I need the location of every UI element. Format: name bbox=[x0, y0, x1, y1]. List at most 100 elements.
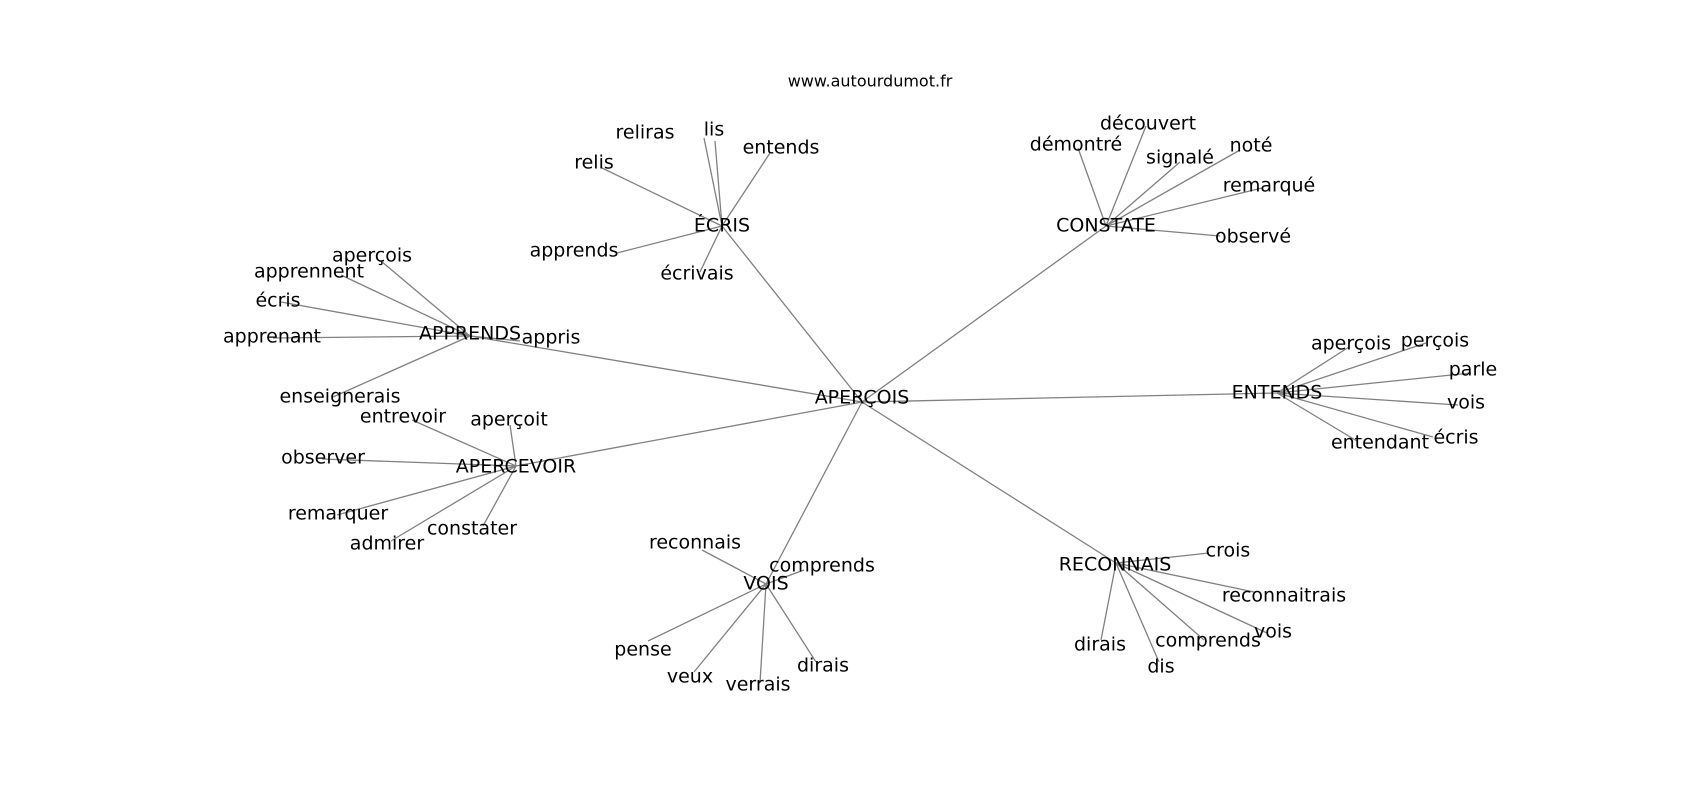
edge-hub-to-word bbox=[1105, 125, 1147, 227]
edge-hub-to-word bbox=[1105, 187, 1263, 227]
word-node-label: reliras bbox=[616, 122, 675, 144]
edge-hub-to-word bbox=[1100, 562, 1117, 641]
edge-hub-to-word bbox=[765, 583, 817, 663]
edge-hub-to-word bbox=[699, 225, 723, 273]
hub-node-label: CONSTATE bbox=[1056, 215, 1156, 237]
edge-hub-to-word bbox=[1276, 372, 1472, 394]
word-node-label: dirais bbox=[1074, 634, 1126, 656]
edge-hub-to-word bbox=[765, 569, 805, 585]
word-node-label: reconnaitrais bbox=[1222, 585, 1346, 607]
word-node-label: aperçois bbox=[332, 245, 412, 267]
word-node-label: apprennent bbox=[254, 261, 364, 283]
edge-hub-to-word bbox=[1077, 147, 1107, 227]
edge-hub-to-word bbox=[1276, 392, 1459, 406]
edge-center-to-hub bbox=[721, 225, 863, 403]
word-node-label: perçois bbox=[1401, 330, 1469, 352]
word-node-label: entends bbox=[743, 137, 820, 159]
word-node-label: dis bbox=[1147, 656, 1174, 678]
hub-node-label: VOIS bbox=[743, 573, 788, 595]
word-node-label: relis bbox=[574, 152, 614, 174]
word-node-label: admirer bbox=[350, 533, 425, 555]
hub-node-label: APERCEVOIR bbox=[456, 456, 576, 478]
hub-node-label: ÉCRIS bbox=[694, 214, 750, 237]
edge-hub-to-word bbox=[1115, 562, 1205, 641]
edge-center-to-hub bbox=[861, 401, 1117, 564]
word-node-label: aperçois bbox=[1311, 333, 1391, 355]
word-node-label: écrivais bbox=[660, 263, 733, 285]
edge-hub-to-word bbox=[272, 335, 471, 339]
edge-hub-to-word bbox=[482, 465, 517, 527]
edge-hub-to-word bbox=[411, 419, 517, 467]
word-node-label: démontré bbox=[1030, 134, 1122, 156]
word-node-label: apprenant bbox=[223, 326, 321, 348]
word-node-label: remarqué bbox=[1223, 175, 1316, 197]
word-node-label: noté bbox=[1230, 135, 1273, 157]
word-node-label: comprends bbox=[1155, 630, 1261, 652]
edge-hub-to-word bbox=[469, 335, 521, 342]
word-node-label: vois bbox=[1447, 392, 1485, 414]
word-node-label: observer bbox=[281, 447, 365, 469]
edge-hub-to-word bbox=[616, 225, 723, 254]
word-node-label: remarquer bbox=[288, 503, 389, 525]
edge-hub-to-word bbox=[380, 260, 471, 337]
word-node-label: crois bbox=[1206, 540, 1251, 562]
edge-hub-to-word bbox=[1115, 562, 1255, 593]
edge-hub-to-word bbox=[390, 465, 517, 542]
edge-center-to-hub bbox=[765, 401, 863, 585]
word-node-label: vois bbox=[1254, 621, 1292, 643]
edge-hub-to-word bbox=[701, 549, 767, 585]
edge-hub-to-word bbox=[1276, 392, 1358, 442]
edge-center-to-hub bbox=[515, 401, 863, 467]
word-node-label: écris bbox=[1433, 427, 1478, 449]
graph-edges bbox=[272, 125, 1472, 684]
word-node-label: entendant bbox=[1331, 432, 1429, 454]
edge-hub-to-word bbox=[1115, 562, 1160, 663]
word-node-label: entrevoir bbox=[360, 406, 446, 428]
word-node-label: enseignerais bbox=[279, 386, 400, 408]
graph-labels: APERÇOIS ÉCRIS reliras lis entends relis appre… bbox=[223, 113, 1497, 696]
edge-hub-to-word bbox=[509, 424, 517, 467]
word-node-label: dirais bbox=[797, 655, 849, 677]
edge-hub-to-word bbox=[759, 583, 767, 684]
edge-hub-to-word bbox=[721, 152, 771, 227]
word-node-label: pense bbox=[614, 639, 671, 661]
word-node-label: découvert bbox=[1100, 113, 1196, 135]
word-node-label: écris bbox=[255, 290, 300, 312]
site-url-label: www.autourdumot.fr bbox=[788, 72, 953, 91]
word-node-label: aperçoit bbox=[470, 409, 548, 431]
edge-hub-to-word bbox=[321, 458, 517, 467]
word-node-label: appris bbox=[522, 327, 581, 349]
word-node-label: parle bbox=[1449, 359, 1497, 381]
edge-hub-to-word bbox=[1276, 392, 1434, 438]
word-node-label: apprends bbox=[530, 240, 619, 262]
edge-center-to-hub bbox=[469, 335, 863, 403]
edge-hub-to-word bbox=[647, 583, 767, 642]
edge-hub-to-word bbox=[714, 140, 723, 227]
edge-center-to-hub bbox=[861, 392, 1278, 403]
edge-center-to-hub bbox=[861, 225, 1107, 403]
edge-hub-to-word bbox=[1115, 562, 1268, 634]
word-node-label: lis bbox=[704, 119, 724, 141]
edge-hub-to-word bbox=[693, 583, 767, 673]
edge-hub-to-word bbox=[1105, 161, 1181, 227]
word-node-label: signalé bbox=[1146, 147, 1214, 169]
edge-hub-to-word bbox=[1276, 346, 1350, 394]
word-node-label: constater bbox=[427, 518, 517, 540]
hub-node-label: ENTENDS bbox=[1232, 382, 1323, 404]
edge-hub-to-word bbox=[1105, 149, 1241, 227]
word-node-label: observé bbox=[1215, 226, 1291, 248]
edge-hub-to-word bbox=[1115, 552, 1210, 564]
center-node-label: APERÇOIS bbox=[815, 387, 910, 409]
edge-hub-to-word bbox=[280, 301, 471, 337]
word-node-label: reconnais bbox=[649, 532, 741, 554]
word-node-label: veux bbox=[667, 666, 713, 688]
hub-node-label: RECONNAIS bbox=[1059, 554, 1172, 576]
edge-hub-to-word bbox=[1276, 342, 1427, 394]
edge-hub-to-word bbox=[601, 167, 723, 227]
edge-hub-to-word bbox=[1105, 225, 1221, 237]
word-node-label: comprends bbox=[769, 555, 875, 577]
edge-hub-to-word bbox=[703, 137, 723, 227]
edge-hub-to-word bbox=[340, 274, 471, 337]
hub-node-label: APPRENDS bbox=[419, 323, 521, 345]
